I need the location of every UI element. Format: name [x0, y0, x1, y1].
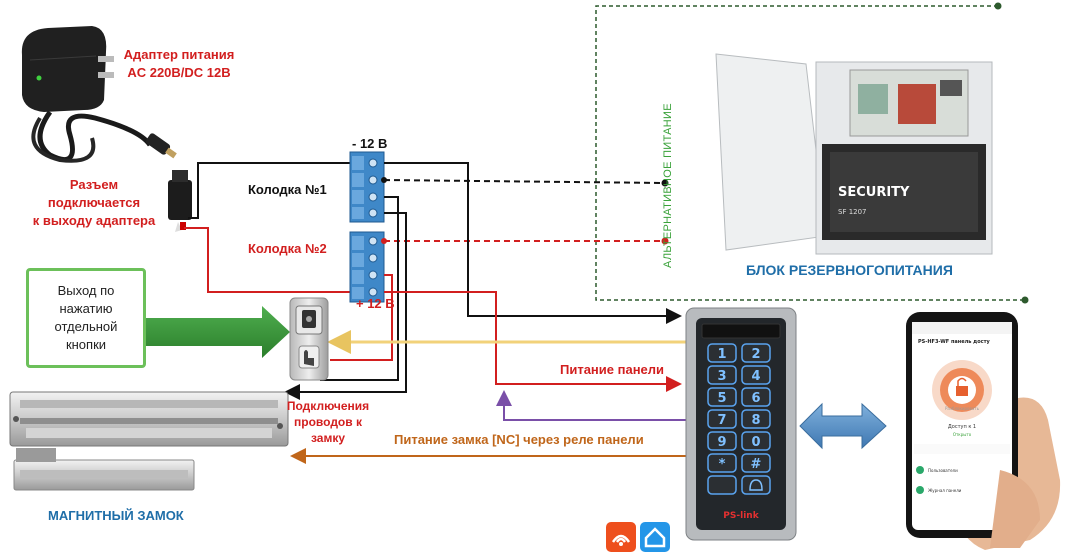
keypad-key[interactable] — [741, 453, 771, 473]
battery-brand: SECURITY — [838, 185, 910, 200]
backup-unit-label: БЛОК РЕЗЕРВНОГОПИТАНИЯ — [746, 262, 953, 278]
keypad-key[interactable] — [707, 387, 737, 407]
power-adapter-icon — [21, 26, 177, 163]
keypad-key-label: * — [719, 457, 726, 472]
keypad-key[interactable] — [741, 431, 771, 451]
keypad-key[interactable] — [707, 409, 737, 429]
keypad-key-label: # — [751, 457, 762, 472]
phone-list-item-0: Пользователи — [928, 468, 958, 473]
keypad-key-label: 7 — [717, 413, 726, 428]
access-keypad-icon: 1 2 3 4 5 6 7 8 9 0 * # PS-link — [685, 307, 797, 541]
terminal-block-1-label: Колодка №1 — [248, 182, 327, 197]
phone-ring-text: Разблокировать — [945, 406, 980, 411]
lock-power-label: Питание замка [NC] через реле панели — [394, 432, 644, 447]
keypad-key[interactable] — [741, 365, 771, 385]
dc-connector-icon — [168, 170, 192, 232]
keypad-key[interactable] — [707, 365, 737, 385]
exit-button-icon — [289, 297, 329, 381]
backup-power-box-icon: SECURITY SF 1207 — [715, 53, 993, 255]
wifi-app-icon — [606, 522, 636, 552]
smart-home-app-icon — [640, 522, 670, 552]
keypad-key-label: 8 — [751, 413, 760, 428]
keypad-key[interactable] — [741, 409, 771, 429]
keypad-key-label: 1 — [717, 347, 726, 362]
minus-12v-label: - 12 В — [352, 136, 388, 151]
magnetic-lock-icon — [9, 391, 289, 491]
keypad-key-label: 4 — [751, 369, 760, 384]
keypad-key[interactable] — [741, 475, 771, 495]
terminal-block-icon — [349, 151, 385, 223]
terminal-block-icon — [349, 231, 385, 303]
battery-model: SF 1207 — [838, 208, 867, 216]
bell-icon — [749, 479, 763, 491]
terminal-block-2-label: Колодка №2 — [248, 241, 327, 256]
double-arrow-icon — [799, 402, 887, 450]
adapter-label: Адаптер питания AC 220В/DC 12В — [123, 47, 235, 80]
app-title: PS-HF3-WF панель досту — [918, 339, 991, 345]
keypad-key-label: 6 — [751, 391, 760, 406]
phone-status: Открыто — [953, 432, 972, 437]
keypad-key[interactable] — [741, 387, 771, 407]
connector-label: Разъем подключается к выходу адаптера — [32, 177, 156, 228]
exit-button-label: Выход по нажатию отдельной кнопки — [54, 283, 118, 352]
panel-power-label: Питание панели — [560, 362, 665, 377]
phone-list-item-1: Журнал панели — [928, 488, 962, 493]
backup-zone-frame — [595, 5, 1025, 301]
keypad-key[interactable] — [707, 431, 737, 451]
keypad-key-label: 2 — [751, 347, 760, 362]
green-arrow-icon — [146, 306, 290, 358]
keypad-key-label: 3 — [717, 369, 726, 384]
keypad-key-label: 9 — [717, 435, 726, 450]
keypad-key[interactable] — [707, 343, 737, 363]
keypad-key-label: 5 — [717, 391, 726, 406]
keypad-key[interactable] — [707, 453, 737, 473]
keypad-brand: PS-link — [723, 511, 759, 521]
keypad-key[interactable] — [741, 343, 771, 363]
smartphone-icon: PS-HF3-WF панель досту Разблокировать До… — [906, 312, 1061, 550]
alt-power-label: АЛЬТЕРНАТИВНОЕ ПИТАНИЕ — [662, 103, 674, 268]
magnetic-lock-label: МАГНИТНЫЙ ЗАМОК — [48, 508, 184, 523]
exit-button-label-box: Выход по нажатию отдельной кнопки — [26, 268, 146, 368]
plus-12v-label: + 12 В — [356, 296, 395, 311]
keypad-key[interactable] — [707, 475, 737, 495]
keypad-key-label: 0 — [751, 435, 760, 450]
phone-door-label: Доступ к 1 — [948, 424, 976, 430]
lock-wires-label: Подключения проводов к замку — [286, 399, 370, 445]
